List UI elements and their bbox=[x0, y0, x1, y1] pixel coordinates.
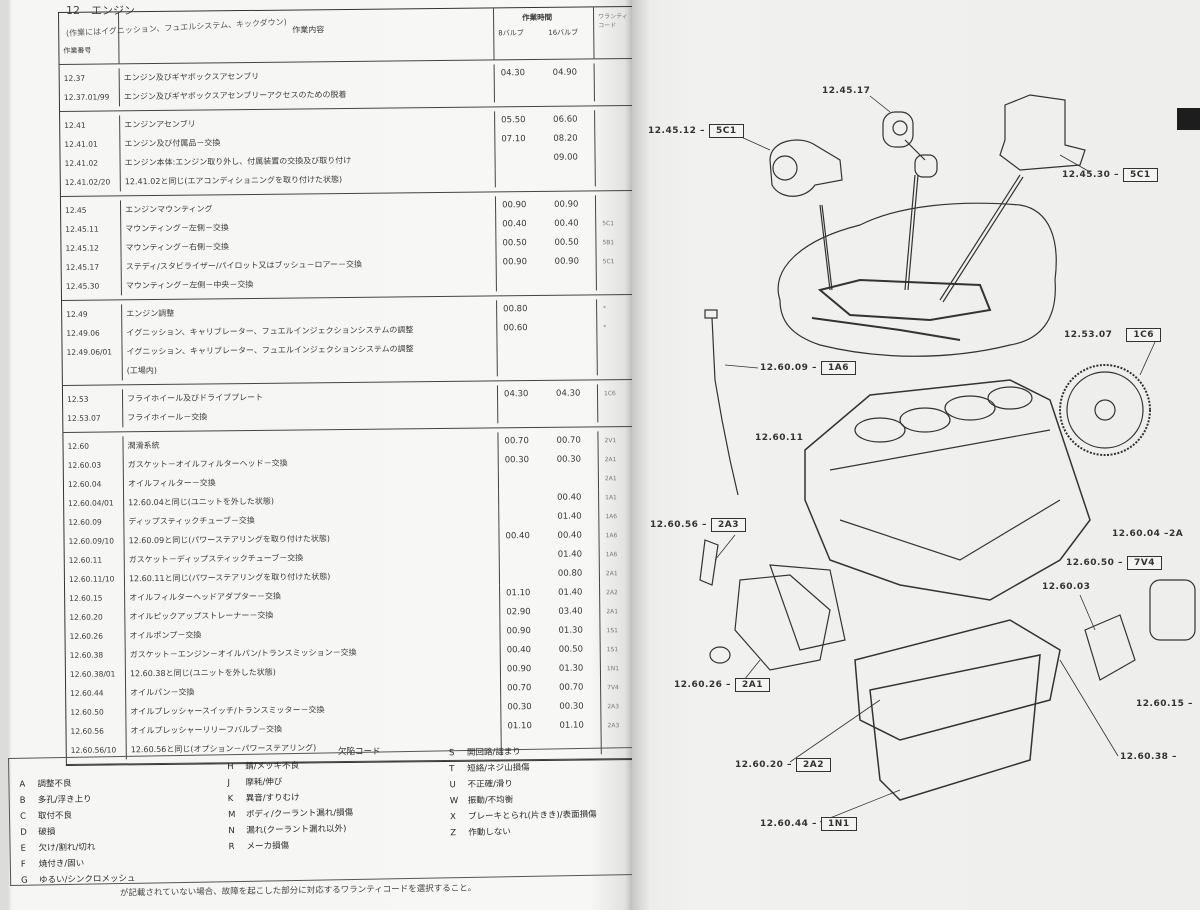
diagram-label-12-53-07: 12.53.07 1C6 bbox=[1064, 328, 1162, 342]
diagram-label-12-45-17: 12.45.17 bbox=[822, 86, 870, 96]
diagram-label-12-60-50: 12.60.50 –7V4 bbox=[1066, 556, 1163, 570]
engine-block bbox=[804, 379, 1091, 601]
label-code-box: 2A1 bbox=[735, 678, 771, 692]
diagram-label-12-60-15: 12.60.15 – bbox=[1136, 699, 1193, 709]
legend-title: 欠陥コード bbox=[338, 747, 381, 757]
diagram-label-12-45-12: 12.45.12 –5C1 bbox=[648, 124, 744, 138]
label-ref: 12.60.09 – bbox=[760, 363, 818, 373]
label-ref: 12.53.07 bbox=[1064, 330, 1113, 340]
left-page: 12 エンジン (作業にはイグニッション、フュエルシステム、キックダウン) 作業… bbox=[0, 0, 641, 910]
label-ref: 12.60.15 – bbox=[1136, 699, 1194, 709]
label-ref: 12.60.20 – bbox=[735, 760, 793, 770]
label-ref: 12.60.38 – bbox=[1120, 752, 1178, 762]
label-ref: 12.60.56 – bbox=[650, 520, 708, 530]
car-outline-illustration bbox=[777, 174, 1057, 357]
label-code-box: 5C1 bbox=[1123, 168, 1158, 182]
page-title: 12 エンジン bbox=[66, 4, 135, 17]
label-ref: 12.60.11 bbox=[755, 433, 804, 443]
diagram-label-12-60-44: 12.60.44 –1N1 bbox=[760, 817, 857, 831]
oil-filter-assembly bbox=[1084, 579, 1196, 681]
label-ref: 12.45.17 bbox=[822, 86, 871, 96]
oil-pump-and-pan bbox=[699, 539, 1061, 801]
diagram-label-12-60-09: 12.60.09 –1A6 bbox=[760, 361, 857, 375]
label-ref: 12.45.30 – bbox=[1062, 170, 1120, 180]
mounting-parts bbox=[769, 94, 1086, 197]
label-ref: 12.45.12 – bbox=[648, 126, 706, 136]
label-code: 2A bbox=[1169, 529, 1184, 539]
diagram-label-12-60-26: 12.60.26 –2A1 bbox=[674, 678, 771, 692]
label-ref: 12.60.04 – bbox=[1112, 529, 1170, 539]
section-tab bbox=[1177, 108, 1200, 130]
label-code-box: 1A6 bbox=[821, 361, 857, 375]
label-ref: 12.60.26 – bbox=[674, 680, 732, 690]
diagram-label-12-60-03: 12.60.03 bbox=[1042, 582, 1090, 592]
label-code-box: 7V4 bbox=[1127, 556, 1163, 570]
dipstick-tube bbox=[704, 309, 739, 496]
label-ref: 12.60.44 – bbox=[760, 819, 818, 829]
label-code-box: 5C1 bbox=[709, 124, 744, 138]
label-ref: 12.60.50 – bbox=[1066, 558, 1124, 568]
label-ref: 12.60.03 bbox=[1042, 582, 1091, 592]
label-code-box: 1N1 bbox=[821, 817, 857, 831]
diagram-label-12-60-04: 12.60.04 –2A bbox=[1112, 529, 1183, 539]
diagram-label-12-45-30: 12.45.30 –5C1 bbox=[1062, 168, 1158, 182]
diagram-label-12-60-56: 12.60.56 –2A3 bbox=[650, 518, 747, 532]
label-code-box: 1C6 bbox=[1126, 328, 1162, 342]
flywheel bbox=[1059, 364, 1151, 456]
label-code-box: 2A3 bbox=[711, 518, 747, 532]
diagram-label-12-60-20: 12.60.20 –2A2 bbox=[735, 758, 832, 772]
diagram-label-12-60-11: 12.60.11 bbox=[755, 433, 803, 443]
label-code-box: 2A2 bbox=[796, 758, 832, 772]
diagram-label-12-60-38: 12.60.38 – bbox=[1120, 752, 1177, 762]
